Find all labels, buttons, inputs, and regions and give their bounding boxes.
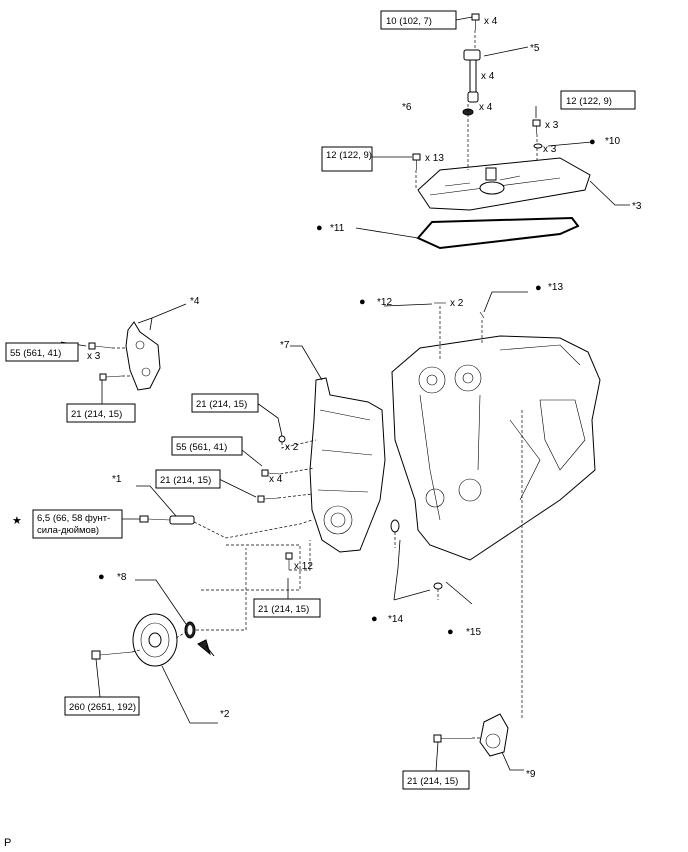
- torque-box-sensor: 6,5 (66, 58 фунт- сила-дюймов): [32, 509, 123, 539]
- install-direction-arrow: [197, 639, 215, 657]
- torque-value: 21 (214, 15): [196, 399, 247, 410]
- top-bolt: [471, 13, 480, 30]
- ignition-coil: [463, 49, 481, 103]
- small-stud: [479, 311, 485, 319]
- torque-box-top-bolt: 10 (102, 7): [380, 10, 457, 30]
- torque-value: 55 (561, 41): [176, 442, 227, 453]
- callout-6: *6: [402, 102, 412, 113]
- cover-bolt-right: [532, 119, 541, 134]
- quantity-label: x 13: [425, 153, 444, 164]
- bullet-mark: ●: [535, 282, 542, 294]
- oil-seal-inner: [187, 625, 193, 635]
- torque-box-tensioner-bolt: 21 (214, 15): [402, 770, 470, 790]
- callout-3: *3: [632, 201, 642, 212]
- corner-label: P: [4, 837, 11, 849]
- torque-value: 12 (122, 9): [566, 96, 612, 107]
- torque-value: 21 (214, 15): [407, 776, 458, 787]
- head-cover-gasket: [416, 216, 580, 250]
- callout-15: *15: [466, 627, 481, 638]
- callout-13: *13: [548, 282, 563, 293]
- callout-9: *9: [526, 769, 536, 780]
- quantity-label: x 3: [545, 120, 559, 131]
- assembly-lines: [112, 30, 538, 739]
- tensioner-bolt: [433, 734, 472, 743]
- quantity-label: x 4: [479, 102, 493, 113]
- timing-chain-cover: [309, 377, 386, 553]
- torque-value: 55 (561, 41): [10, 348, 61, 359]
- crankshaft-position-sensor: [139, 515, 195, 525]
- bullet-mark: ●: [98, 571, 105, 583]
- callout-8: *8: [117, 572, 127, 583]
- torque-box-cover-low: 21 (214, 15): [155, 469, 221, 489]
- chain-tensioner: [479, 713, 509, 757]
- callout-4: *4: [190, 296, 200, 307]
- torque-box-cover-bolt-right: 12 (122, 9): [560, 90, 636, 110]
- quantity-label: x 3: [87, 351, 101, 362]
- callout-11: *11: [330, 223, 345, 234]
- engine-mount-bracket: [125, 321, 161, 391]
- torque-box-pulley-bolt: 260 (2651, 192): [64, 696, 140, 716]
- quantity-label: x 2: [450, 298, 464, 309]
- quantity-label: x 4: [269, 474, 283, 485]
- bullet-mark: ●: [316, 222, 323, 234]
- callout-1: *1: [112, 474, 122, 485]
- bullet-mark: ●: [447, 626, 454, 638]
- callout-7: *7: [280, 340, 290, 351]
- torque-connectors: [60, 16, 537, 772]
- quantity-label: x 4: [484, 16, 498, 27]
- torque-value: 21 (214, 15): [160, 475, 211, 486]
- callout-12: *12: [377, 297, 392, 308]
- engine-assembly: [391, 335, 601, 561]
- crankshaft-pulley: [132, 613, 178, 667]
- callout-2: *2: [220, 709, 230, 720]
- cover-bolt-left: [412, 153, 421, 170]
- torque-box-bracket-lower: 21 (214, 15): [66, 403, 136, 423]
- quantity-label: x 2: [285, 442, 299, 453]
- torque-value: 10 (102, 7): [386, 16, 432, 27]
- leader-lines: [135, 46, 630, 771]
- cover-washer: [533, 143, 543, 149]
- torque-box-cover-bolt-left: 12 (122, 9): [321, 146, 373, 172]
- star-mark: ★: [12, 515, 22, 527]
- callout-10: *10: [605, 136, 620, 147]
- torque-value-line2: сила-дюймов): [37, 525, 99, 536]
- bracket-bolts: [88, 342, 123, 381]
- torque-value: 260 (2651, 192): [69, 702, 136, 713]
- quantity-label: x 3: [543, 144, 557, 155]
- torque-value-line1: 6,5 (66, 58 фунт-: [37, 513, 110, 524]
- pulley-bolt: [91, 650, 133, 660]
- torque-box-cover-mid: 55 (561, 41): [171, 436, 243, 456]
- o-ring-large: [390, 519, 400, 533]
- torque-box-bracket-upper: 55 (561, 41): [5, 342, 79, 362]
- torque-value: 21 (214, 15): [258, 604, 309, 615]
- torque-value: 21 (214, 15): [71, 409, 122, 420]
- torque-box-cover-bottom: 21 (214, 15): [253, 598, 321, 618]
- callout-5: *5: [530, 43, 540, 54]
- bullet-mark: ●: [371, 613, 378, 625]
- bullet-mark: ●: [359, 296, 366, 308]
- quantity-label: x 12: [294, 561, 313, 572]
- timing-cover-bolts: [257, 435, 293, 570]
- torque-box-cover-top: 21 (214, 15): [191, 393, 259, 413]
- o-ring-small: [433, 582, 443, 590]
- bullet-mark: ●: [589, 136, 596, 148]
- callout-14: *14: [388, 614, 403, 625]
- quantity-label: x 4: [481, 71, 495, 82]
- cylinder-head-cover: [417, 157, 591, 211]
- torque-value: 12 (122, 9): [326, 150, 372, 161]
